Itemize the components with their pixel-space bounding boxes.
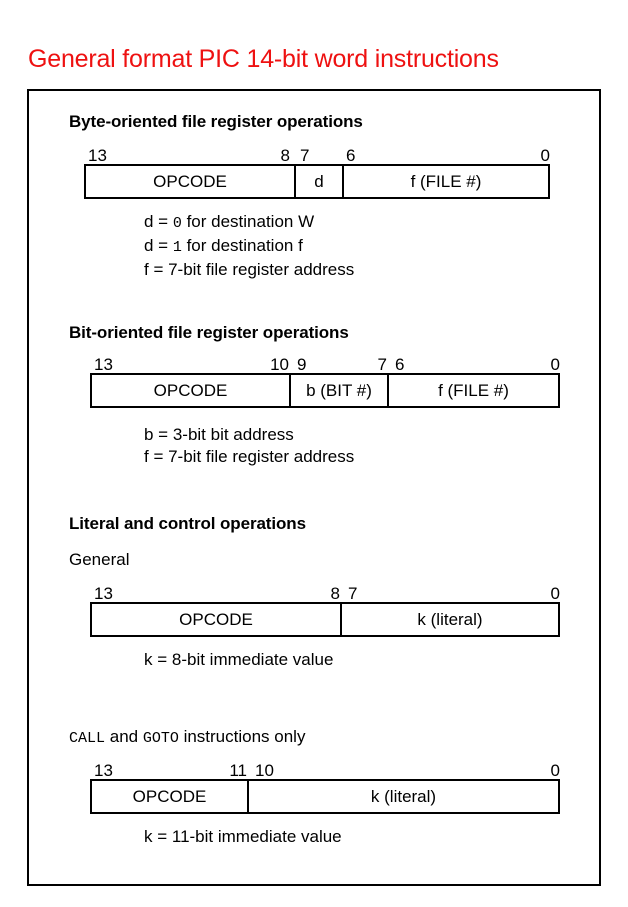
sub-label-text: and <box>105 727 143 746</box>
section-call-goto: CALL and GOTO instructions only 13 11 10… <box>69 727 569 848</box>
note-text: k = 11-bit immediate value <box>144 827 342 846</box>
sub-label-text: instructions only <box>178 727 306 746</box>
instruction-word-call-goto: 13 11 10 0 OPCODE k (literal) <box>90 757 560 814</box>
field-opcode: OPCODE <box>92 781 249 812</box>
instruction-name-call: CALL <box>69 730 106 747</box>
field-f-file: f (FILE #) <box>410 172 482 191</box>
note-code: 0 <box>172 215 182 232</box>
page-title: General format PIC 14-bit word instructi… <box>28 45 499 73</box>
field-k-literal: k (literal) <box>370 787 437 806</box>
section-heading-bit-oriented: Bit-oriented file register operations <box>69 323 349 342</box>
note-text: f = 7-bit file register address <box>144 447 355 466</box>
note-text: d = <box>144 212 173 231</box>
instruction-name-goto: GOTO <box>142 730 179 747</box>
bit-number-row: 13 10 9 7 6 0 <box>90 351 560 373</box>
bit-label-13: 13 <box>94 584 113 603</box>
note-line: f = 7-bit file register address <box>144 259 569 281</box>
bit-label-8: 8 <box>280 146 290 165</box>
bit-label-10: 10 <box>255 761 274 780</box>
bit-label-7: 7 <box>377 355 387 374</box>
bit-label-7: 7 <box>300 146 310 165</box>
note-text: f = 7-bit file register address <box>144 260 355 279</box>
notes-bit-oriented: b = 3-bit bit address f = 7-bit file reg… <box>144 424 569 468</box>
notes-literal-general: k = 8-bit immediate value <box>144 649 569 671</box>
note-line: d = 1 for destination f <box>144 235 569 259</box>
field-b-bit: b (BIT #) <box>291 375 389 406</box>
bit-number-row: 13 11 10 0 <box>90 757 560 779</box>
note-text: k = 8-bit immediate value <box>144 650 334 669</box>
bit-label-13: 13 <box>94 355 113 374</box>
notes-call-goto: k = 11-bit immediate value <box>144 826 569 848</box>
bit-label-10: 10 <box>270 355 289 374</box>
sub-label-general: General <box>69 550 130 569</box>
bit-number-row: 13 8 7 6 0 <box>84 142 550 164</box>
bit-label-6: 6 <box>346 146 356 165</box>
note-text: b = 3-bit bit address <box>144 425 294 444</box>
bit-label-0: 0 <box>550 355 560 374</box>
note-text: d = <box>144 236 173 255</box>
note-text: for destination f <box>181 236 303 255</box>
bit-label-0: 0 <box>550 584 560 603</box>
note-line: k = 11-bit immediate value <box>144 826 569 848</box>
field-k-literal: k (literal) <box>417 610 483 629</box>
bit-label-6: 6 <box>395 355 405 374</box>
field-row-call-goto: OPCODE k (literal) <box>90 779 560 814</box>
section-literal-control: Literal and control operations General 1… <box>69 514 569 671</box>
instruction-word-bit-oriented: 13 10 9 7 6 0 OPCODE b (BIT #) f (FILE #… <box>90 351 560 408</box>
bit-label-8: 8 <box>330 584 340 603</box>
field-f-file: f (FILE #) <box>438 381 509 400</box>
field-opcode: OPCODE <box>86 166 296 197</box>
bit-label-13: 13 <box>88 146 107 165</box>
note-code: 1 <box>172 239 182 256</box>
bit-label-13: 13 <box>94 761 113 780</box>
field-opcode: OPCODE <box>92 604 342 635</box>
bit-label-0: 0 <box>550 761 560 780</box>
bit-label-0: 0 <box>540 146 550 165</box>
note-text: for destination W <box>181 212 315 231</box>
section-bit-oriented: Bit-oriented file register operations 13… <box>69 323 569 468</box>
section-byte-oriented: Byte-oriented file register operations 1… <box>69 112 569 281</box>
instruction-word-literal-general: 13 8 7 0 OPCODE k (literal) <box>90 580 560 637</box>
bit-label-7: 7 <box>348 584 358 603</box>
section-heading-byte-oriented: Byte-oriented file register operations <box>69 112 363 131</box>
diagram-frame: Byte-oriented file register operations 1… <box>27 89 601 886</box>
bit-label-11: 11 <box>229 761 247 780</box>
bit-label-9: 9 <box>297 355 307 374</box>
bit-number-row: 13 8 7 0 <box>90 580 560 602</box>
notes-byte-oriented: d = 0 for destination W d = 1 for destin… <box>144 211 569 281</box>
sub-label-call-goto: CALL and GOTO instructions only <box>69 727 569 747</box>
note-line: d = 0 for destination W <box>144 211 569 235</box>
field-row-byte-oriented: OPCODE d f (FILE #) <box>84 164 550 199</box>
field-row-literal-general: OPCODE k (literal) <box>90 602 560 637</box>
note-line: k = 8-bit immediate value <box>144 649 569 671</box>
note-line: f = 7-bit file register address <box>144 446 569 468</box>
field-opcode: OPCODE <box>92 375 291 406</box>
section-heading-literal-control: Literal and control operations <box>69 514 306 533</box>
note-line: b = 3-bit bit address <box>144 424 569 446</box>
field-row-bit-oriented: OPCODE b (BIT #) f (FILE #) <box>90 373 560 408</box>
field-d: d <box>296 166 344 197</box>
instruction-word-byte-oriented: 13 8 7 6 0 OPCODE d f (FILE #) <box>84 142 550 199</box>
